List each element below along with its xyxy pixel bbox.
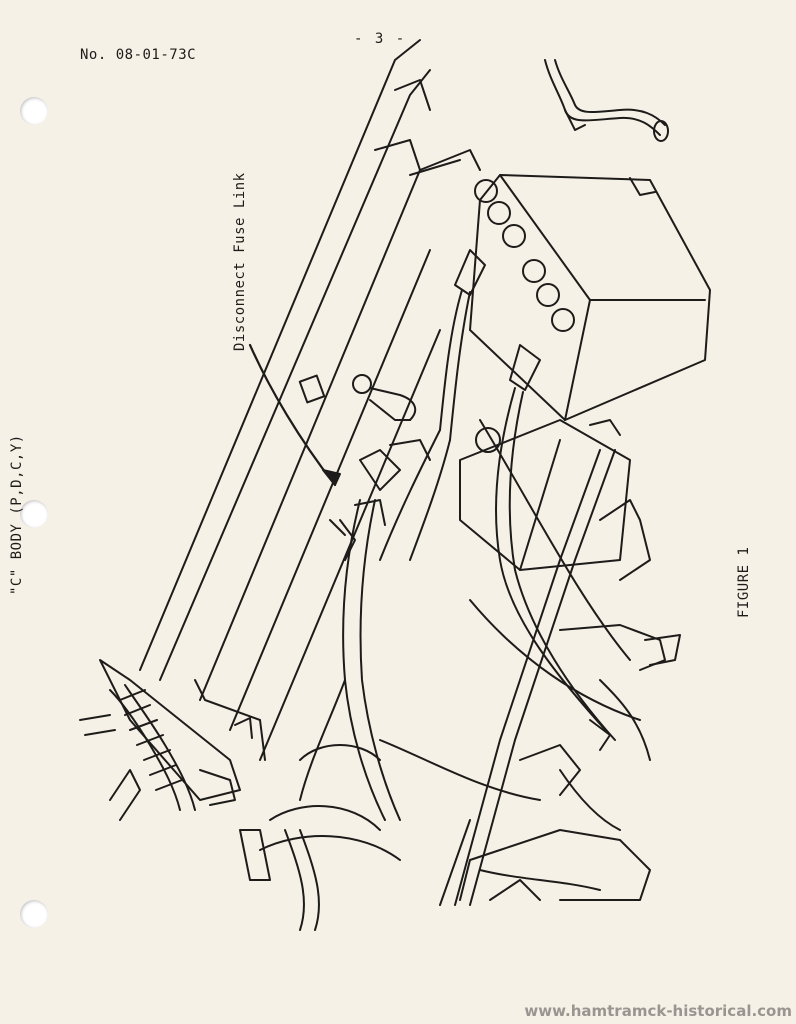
battery xyxy=(469,174,711,421)
radiator-hose xyxy=(544,59,669,142)
wiring-harness xyxy=(239,499,541,931)
website-watermark: www.hamtramck-historical.com xyxy=(524,1002,792,1020)
binder-hole-top xyxy=(20,97,48,125)
engine-components xyxy=(459,599,681,901)
battery-cables xyxy=(379,249,631,741)
page-number: - 3 - xyxy=(354,31,407,47)
binder-hole-middle xyxy=(20,500,48,528)
relay-box xyxy=(459,419,651,581)
fuse-link-assembly xyxy=(248,343,431,561)
binder-hole-bottom xyxy=(20,900,48,928)
fender-panel xyxy=(139,39,481,761)
document-number: No. 08-01-73C xyxy=(80,47,197,63)
hood-hinge-spring xyxy=(79,659,241,821)
frame-rails xyxy=(439,449,616,906)
